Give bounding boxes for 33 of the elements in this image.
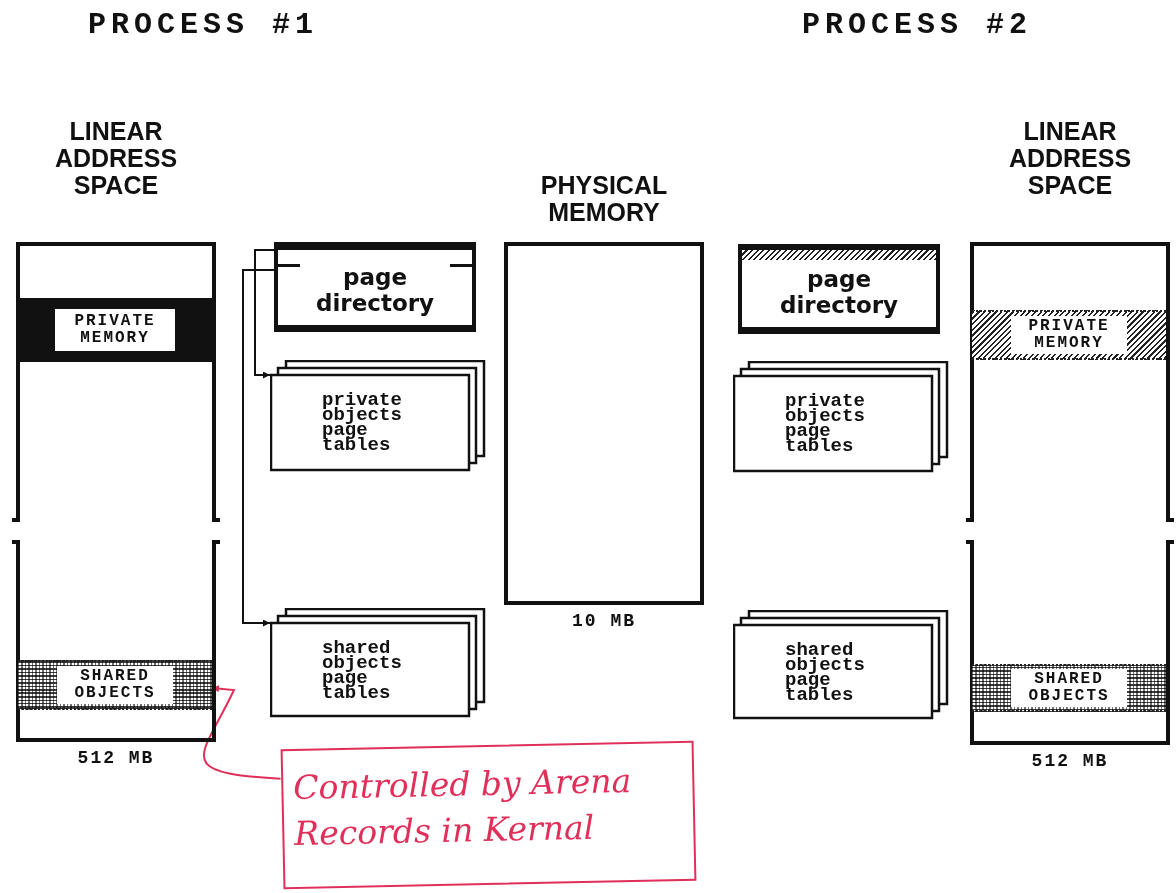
handwritten-note-box — [280, 740, 697, 890]
arrow — [242, 269, 275, 627]
region-label: PRIVATE MEMORY — [55, 309, 175, 351]
page-directory-box — [274, 242, 476, 332]
column-heading: PHYSICAL MEMORY — [539, 172, 669, 226]
table-label: private objects page tables — [785, 394, 866, 454]
page-directory-box — [738, 244, 940, 334]
box-label: page directory — [778, 266, 900, 318]
region-label: SHARED OBJECTS — [57, 666, 173, 704]
table-label: private objects page tables — [322, 393, 403, 453]
column-heading: LINEAR ADDRESS SPACE — [1007, 118, 1133, 199]
table-label: shared objects page tables — [322, 641, 403, 701]
region-label: PRIVATE MEMORY — [1011, 316, 1127, 354]
size-label: 10 MB — [571, 611, 637, 631]
table-label: shared objects page tables — [785, 643, 866, 703]
memory-region-band — [972, 310, 1166, 360]
arrow — [254, 249, 275, 379]
arrow — [203, 685, 282, 780]
region-label: SHARED OBJECTS — [1011, 669, 1127, 707]
column-heading: LINEAR ADDRESS SPACE — [53, 118, 179, 199]
page-table-stack — [733, 361, 949, 473]
page-table-stack — [270, 360, 486, 472]
memory-region-band — [972, 664, 1166, 712]
page-table-stack — [733, 610, 949, 720]
handwritten-note: Controlled by Arena Records in Kernal — [292, 760, 633, 856]
process-title: PROCESS #1 — [88, 8, 319, 42]
size-label: 512 MB — [1030, 751, 1110, 771]
memory-region-band — [18, 660, 212, 710]
process-title: PROCESS #2 — [802, 8, 1033, 42]
memory-region-band — [18, 298, 212, 362]
size-label: 512 MB — [76, 748, 156, 768]
page-table-stack — [270, 608, 486, 718]
box-label: page directory — [314, 264, 436, 316]
